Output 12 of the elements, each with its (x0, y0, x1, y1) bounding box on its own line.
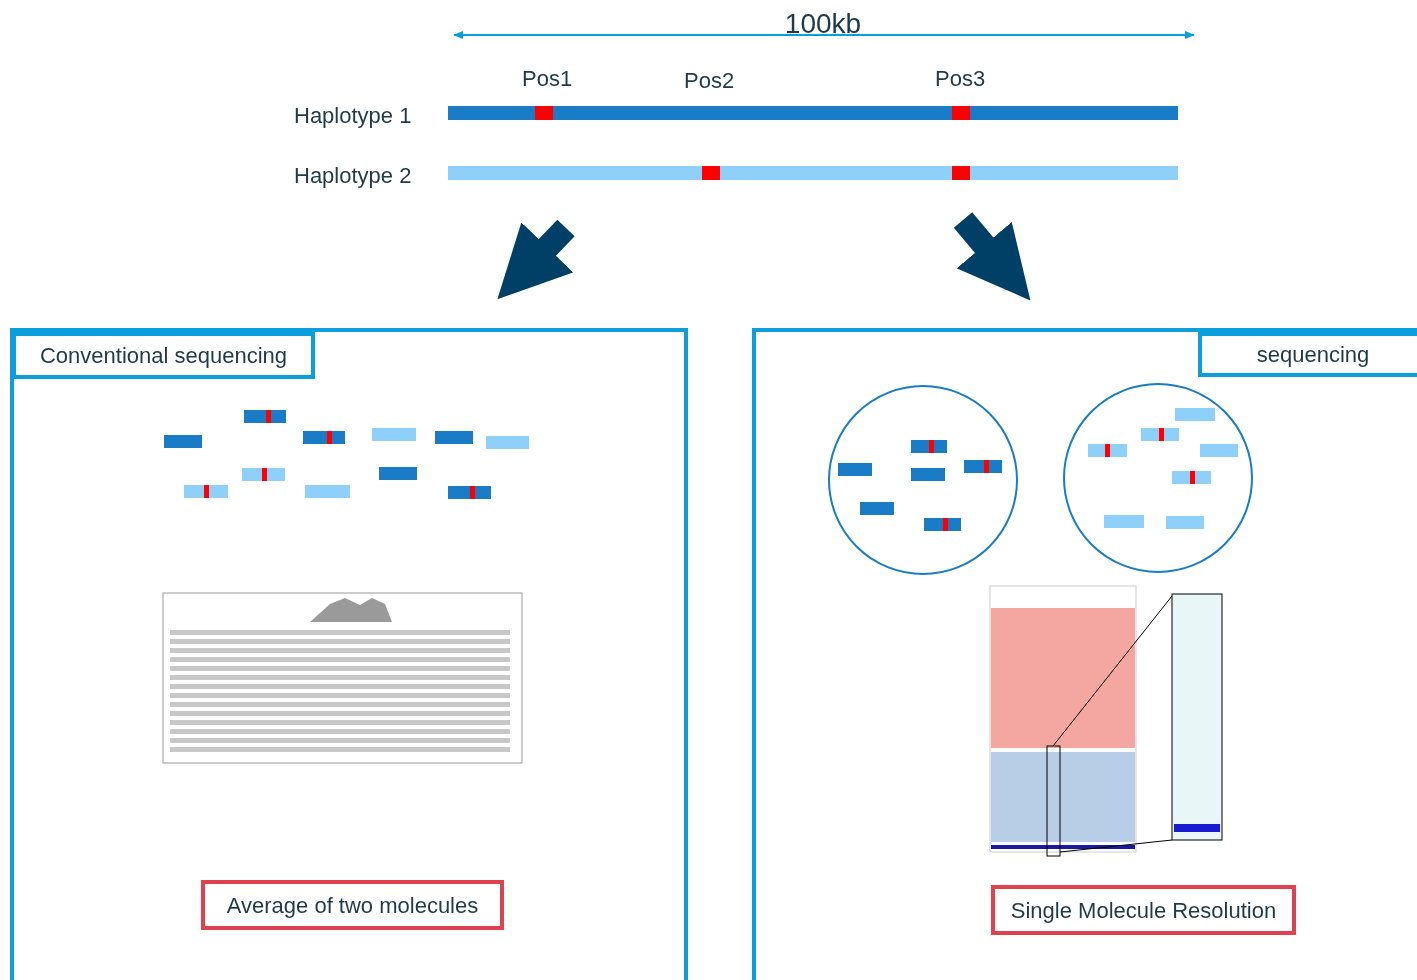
position-label: Pos1 (522, 65, 573, 93)
panel-tab: Conventional sequencing (12, 332, 315, 379)
result-box: Single Molecule Resolution (991, 885, 1296, 935)
arrow (953, 212, 1031, 301)
position-label: Pos3 (935, 65, 986, 93)
dimension-label: 100kb (784, 7, 862, 41)
haplotype-label: Haplotype 1 (294, 102, 412, 130)
panel-tab: sequencing (1198, 332, 1417, 377)
position-label: Pos2 (684, 67, 735, 95)
haplotype-label: Haplotype 2 (294, 162, 412, 190)
arrow (497, 219, 575, 300)
result-box: Average of two molecules (201, 880, 504, 930)
